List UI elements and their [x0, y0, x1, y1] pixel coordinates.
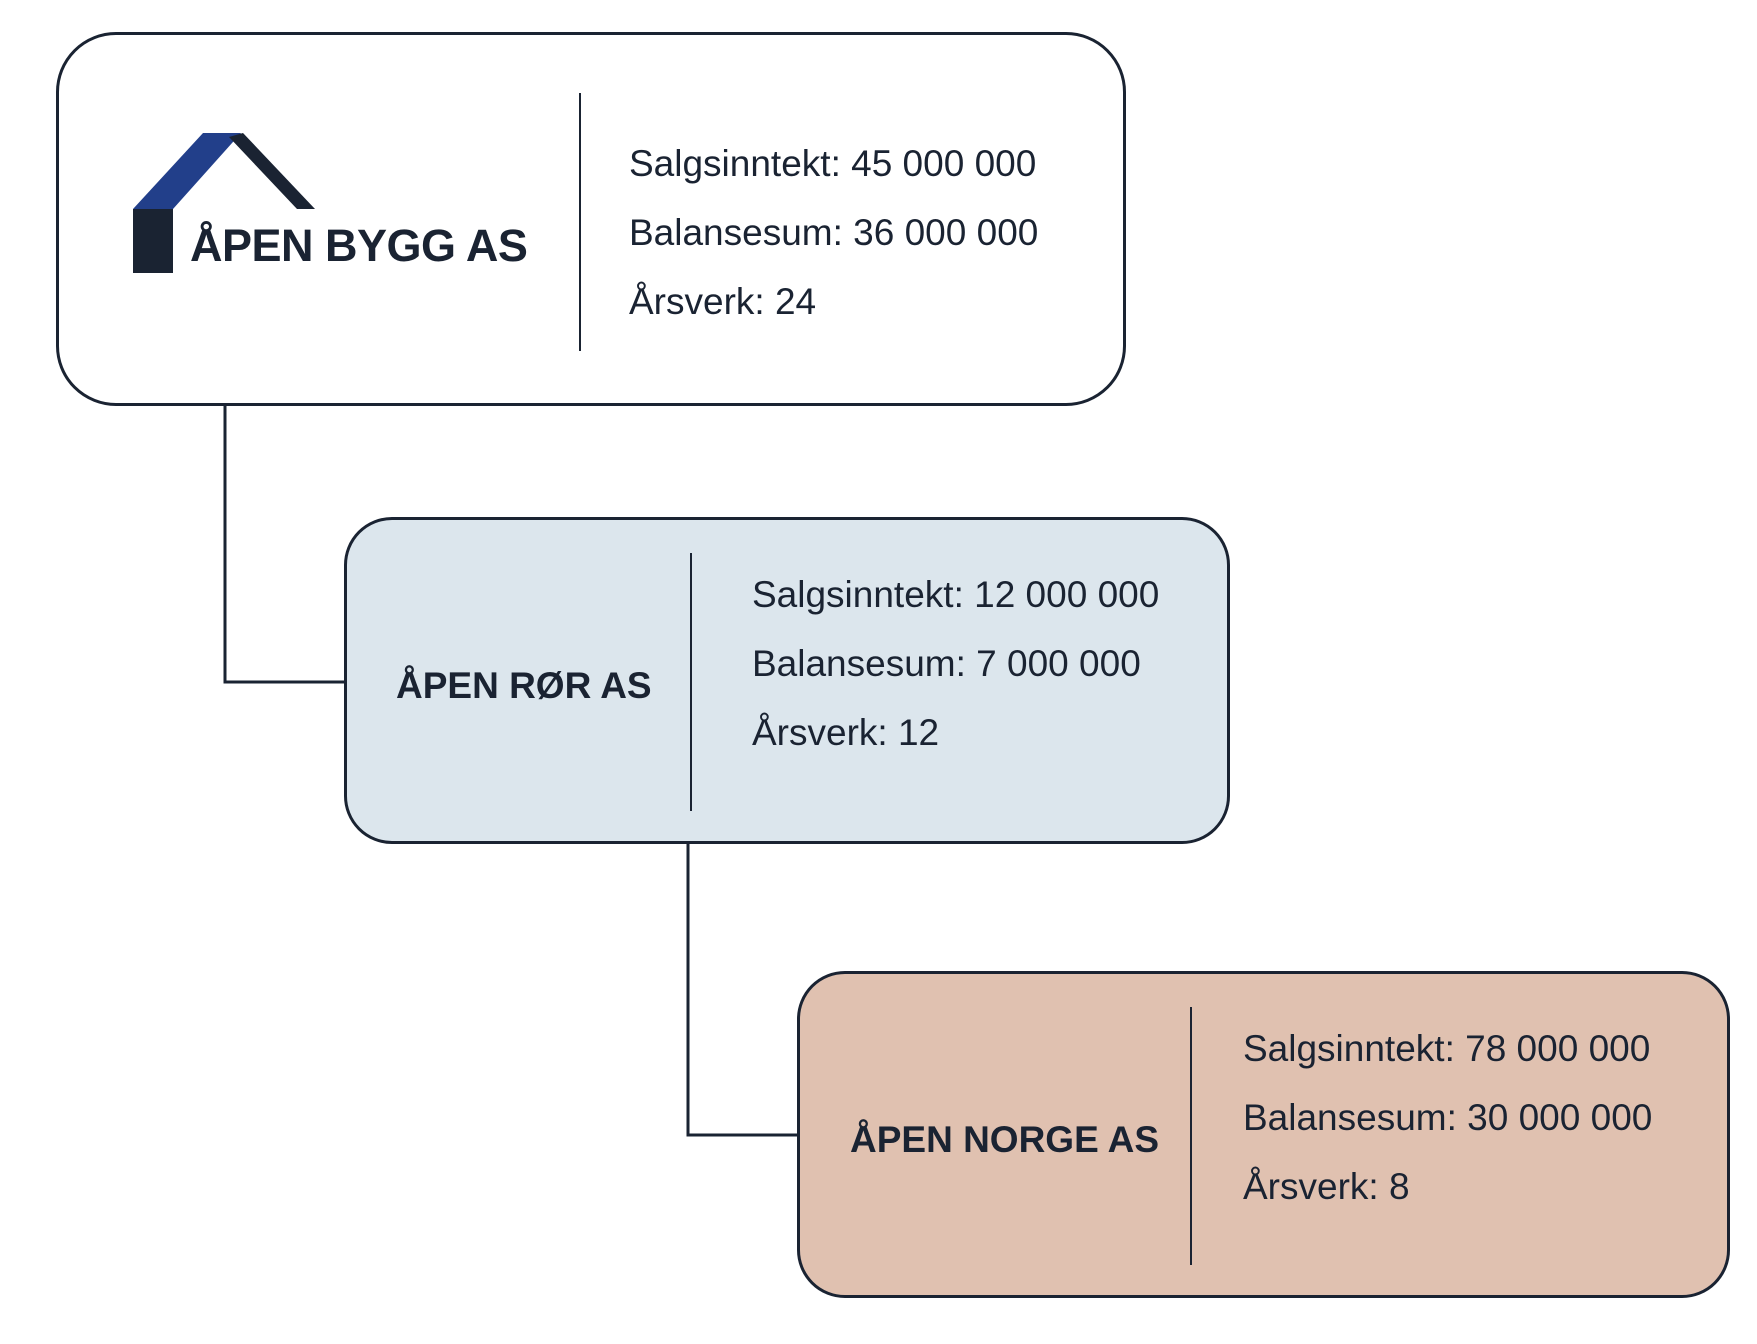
stat-balansesum: Balansesum: 30 000 000: [1243, 1097, 1653, 1138]
stat-arsverk: Årsverk: 12: [752, 712, 940, 753]
company-box-parent: ÅPEN BYGG AS Salgsinntekt: 45 000 000 Ba…: [56, 32, 1126, 406]
house-logo-icon: [133, 133, 315, 273]
company-stats: Salgsinntekt: 45 000 000 Balansesum: 36 …: [629, 129, 1038, 336]
company-name: ÅPEN BYGG AS: [190, 220, 528, 271]
box-divider: [579, 93, 581, 351]
box-divider: [1190, 1007, 1192, 1265]
company-name: ÅPEN NORGE AS: [850, 1119, 1160, 1160]
box-divider: [690, 553, 692, 811]
stat-salgsinntekt: Salgsinntekt: 45 000 000: [629, 143, 1037, 184]
logo-wall: [133, 209, 173, 273]
stat-arsverk: Årsverk: 24: [629, 281, 817, 322]
company-box-bottom: ÅPEN NORGE AS Salgsinntekt: 78 000 000 B…: [797, 971, 1730, 1298]
stat-salgsinntekt: Salgsinntekt: 78 000 000: [1243, 1028, 1651, 1069]
stat-balansesum: Balansesum: 7 000 000: [752, 643, 1141, 684]
company-name: ÅPEN RØR AS: [396, 665, 652, 706]
company-stats: Salgsinntekt: 12 000 000 Balansesum: 7 0…: [752, 560, 1159, 767]
logo-roof-right: [229, 133, 315, 209]
stat-balansesum: Balansesum: 36 000 000: [629, 212, 1039, 253]
connector-parent-to-middle: [223, 406, 344, 684]
company-stats: Salgsinntekt: 78 000 000 Balansesum: 30 …: [1243, 1014, 1652, 1221]
stat-salgsinntekt: Salgsinntekt: 12 000 000: [752, 574, 1160, 615]
stat-arsverk: Årsverk: 8: [1243, 1166, 1410, 1207]
company-box-middle: ÅPEN RØR AS Salgsinntekt: 12 000 000 Bal…: [344, 517, 1230, 844]
connector-middle-to-bottom: [686, 844, 797, 1137]
logo-roof-left: [133, 133, 241, 209]
